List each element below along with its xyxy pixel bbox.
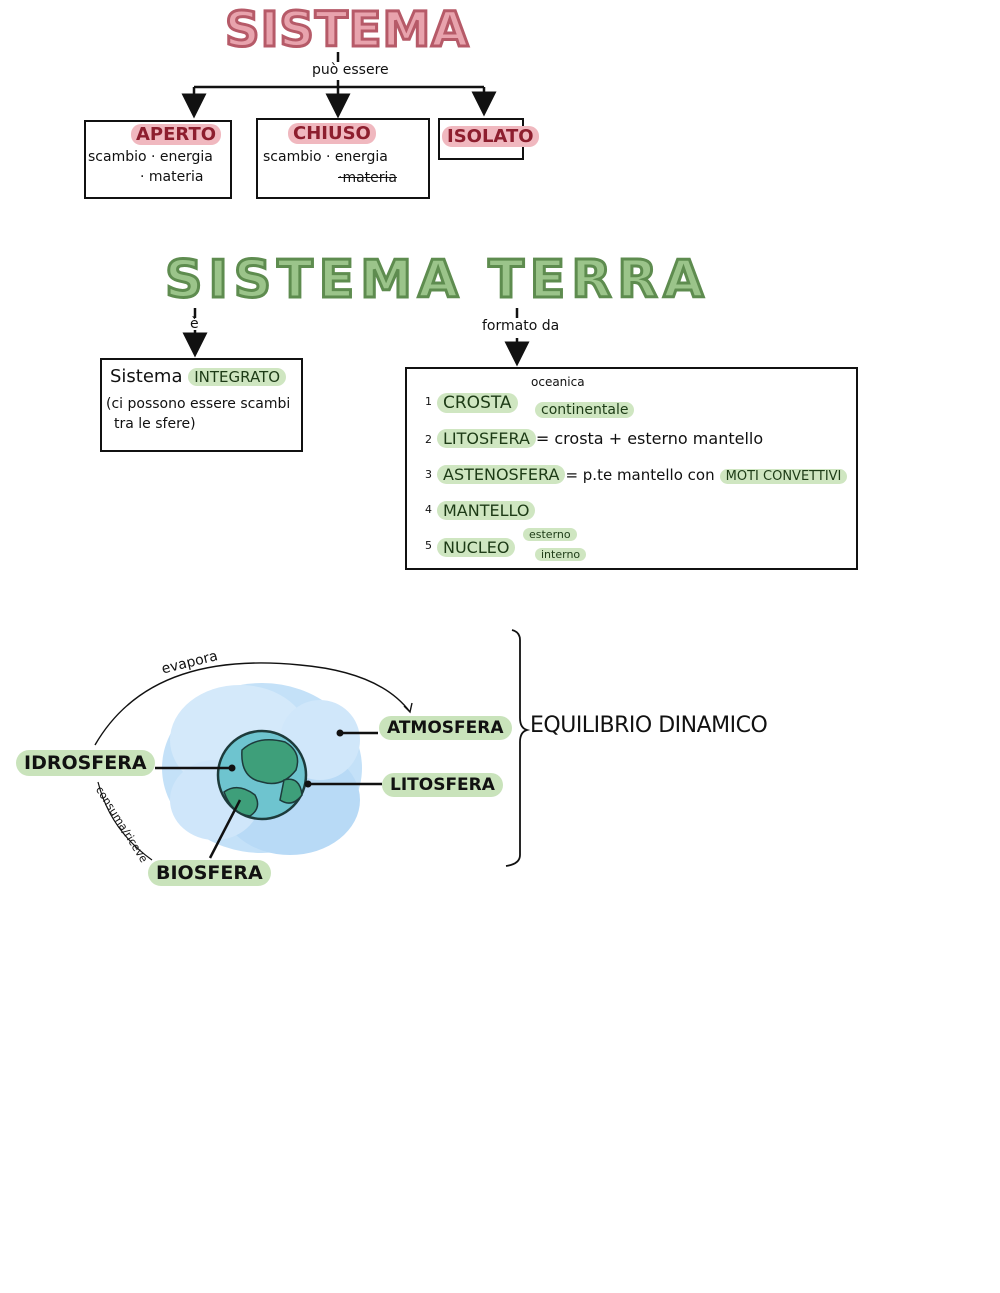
layer-5-branch-1: esterno — [523, 528, 577, 541]
layer-1-branch-2: continentale — [535, 402, 635, 418]
is-connector: è — [190, 316, 199, 332]
consuma-label: consuma/riceve — [92, 784, 151, 865]
sistema-prefix: Sistema — [110, 366, 183, 387]
chiuso-box: CHIUSO scambio · energia ·materia — [256, 118, 430, 199]
layer-4-name: MANTELLO — [437, 501, 536, 520]
integrato-note-line1: (ci possono essere scambi — [106, 396, 291, 412]
chiuso-line1: scambio · energia — [263, 149, 388, 165]
aperto-line1: scambio · energia — [88, 149, 213, 165]
aperto-line2: · materia — [140, 169, 204, 185]
equilibrio-label: EQUILIBRIO DINAMICO — [530, 713, 768, 738]
isolato-label: ISOLATO — [442, 126, 539, 147]
aperto-label: APERTO — [131, 124, 222, 145]
layer-5-branch-2: interno — [535, 548, 587, 561]
integrato-highlight: INTEGRATO — [188, 368, 287, 386]
layer-1-num: 1 — [425, 395, 432, 408]
layers-box: 1 CROSTA oceanica continentale 2 LITOSFE… — [405, 367, 858, 570]
chiuso-label: CHIUSO — [288, 123, 376, 144]
isolato-box: ISOLATO — [438, 118, 539, 160]
layer-2-num: 2 — [425, 433, 432, 446]
layer-1-branch-1: oceanica — [531, 375, 585, 389]
layer-3-name: ASTENOSFERA — [437, 465, 566, 484]
integrato-note-line2: tra le sfere) — [114, 416, 196, 432]
biosfera-label: BIOSFERA — [148, 860, 271, 886]
formato-connector: formato da — [482, 318, 560, 334]
layer-5-name: NUCLEO — [437, 538, 516, 557]
chiuso-line2: ·materia — [338, 170, 397, 186]
layer-5-num: 5 — [425, 539, 432, 552]
layer-2-desc: = crosta + esterno mantello — [535, 429, 764, 448]
integrato-box: Sistema INTEGRATO (ci possono essere sca… — [100, 358, 303, 452]
sistema-terra-title: SISTEMA TERRA — [164, 249, 710, 312]
layer-3-highlight: MOTI CONVETTIVI — [719, 469, 848, 484]
layer-3-num: 3 — [425, 468, 432, 481]
idrosfera-label: IDROSFERA — [16, 750, 155, 776]
sistema-title: SISTEMA — [223, 1, 470, 60]
evapora-label: evapora — [160, 648, 220, 678]
layer-3-desc: = p.te mantello con — [565, 466, 715, 484]
layer-2-name: LITOSFERA — [437, 429, 536, 448]
layer-4-num: 4 — [425, 503, 432, 516]
aperto-box: APERTO scambio · energia · materia — [84, 120, 232, 199]
atmosfera-label: ATMOSFERA — [379, 716, 512, 740]
connector-label: può essere — [312, 62, 389, 78]
litosfera-label: LITOSFERA — [382, 773, 503, 797]
layer-1-name: CROSTA — [437, 393, 518, 413]
